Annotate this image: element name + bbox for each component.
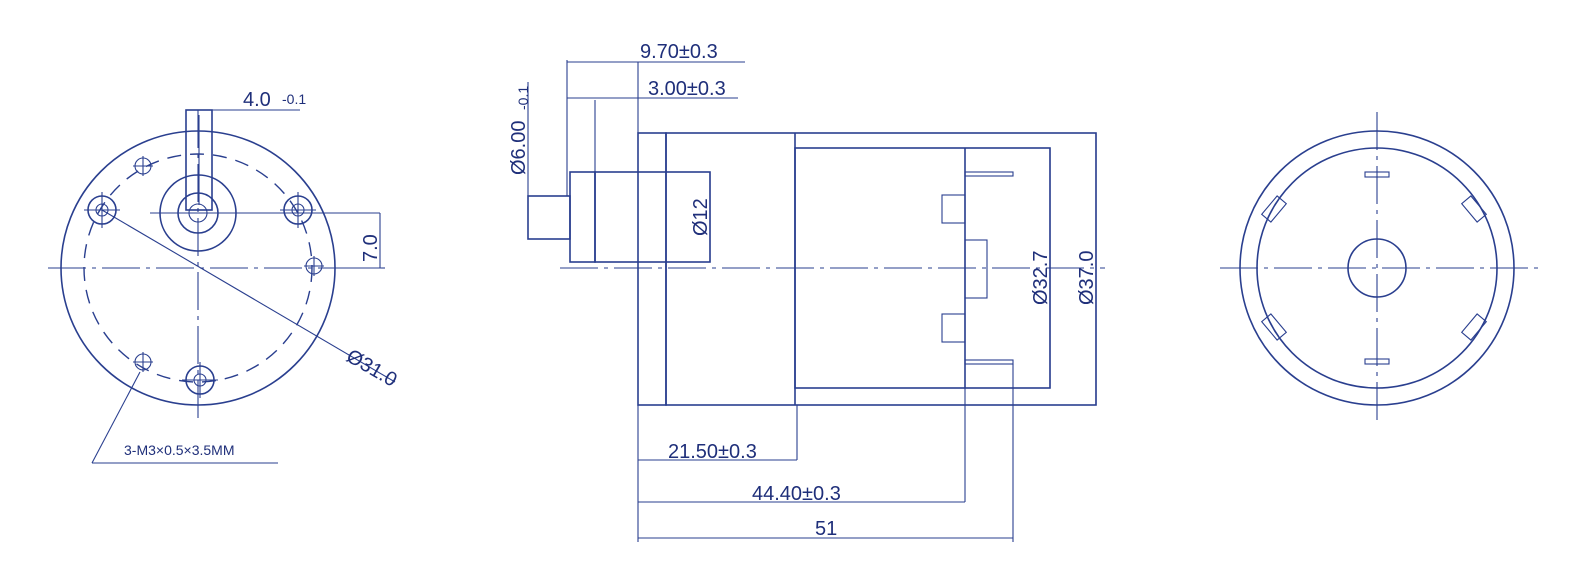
vent-mark-1 [133, 156, 153, 176]
dim-32-7-label: Ø32.7 [1030, 251, 1052, 305]
dim-37-0-label: Ø37.0 [1076, 251, 1098, 305]
dim-shaft-dia-tol: -0.1 [515, 86, 531, 110]
rear-view [1220, 112, 1538, 425]
flat-dim-tol: -0.1 [282, 91, 306, 107]
front-view: 4.0 -0.1 7.0 Ø31.0 3-M3×0.5×3.5MM [48, 89, 401, 464]
end-bearing-boss [964, 239, 988, 299]
dim-21-50-label: 21.50±0.3 [668, 441, 757, 463]
rear-tab-top [1364, 171, 1390, 178]
pcd-dim-label: Ø31.0 [343, 345, 401, 391]
rear-slot-1 [1260, 195, 1288, 223]
terminal-top [964, 171, 1014, 177]
dim-44-40-label: 44.40±0.3 [752, 483, 841, 505]
side-boss-step [569, 171, 596, 263]
side-flange [637, 132, 667, 406]
dim-9-70-label: 9.70±0.3 [640, 41, 718, 63]
dim-shaft-dia-label: Ø6.00 [508, 121, 530, 175]
offset-dim-label: 7.0 [360, 234, 382, 262]
screw-note-leader [91, 371, 141, 464]
screw-hole-2 [280, 192, 316, 228]
rear-slot-3 [1260, 313, 1288, 341]
vent-mark-2 [133, 352, 153, 372]
vent-mark-3 [304, 256, 324, 276]
terminal-bottom [964, 359, 1014, 365]
screw-hole-3 [182, 362, 218, 398]
screw-hole-1 [84, 192, 120, 228]
brush-holder-top [941, 194, 966, 224]
pcd-leader [101, 209, 396, 383]
side-shaft [527, 195, 571, 240]
dim-12-label: Ø12 [690, 198, 712, 236]
front-shaft-flat [185, 109, 213, 211]
rear-tab-bottom [1364, 358, 1390, 365]
flat-dim-label: 4.0 [243, 89, 271, 111]
brush-holder-bottom [941, 313, 966, 343]
dim-51-label: 51 [815, 518, 837, 540]
rear-slot-4 [1460, 313, 1488, 341]
screw-note-label: 3-M3×0.5×3.5MM [124, 442, 235, 458]
rear-slot-2 [1460, 195, 1488, 223]
side-view: 9.70±0.3 3.00±0.3 Ø6.00 -0.1 Ø12 Ø32.7 Ø… [508, 41, 1105, 542]
dim-3-00-label: 3.00±0.3 [648, 78, 726, 100]
